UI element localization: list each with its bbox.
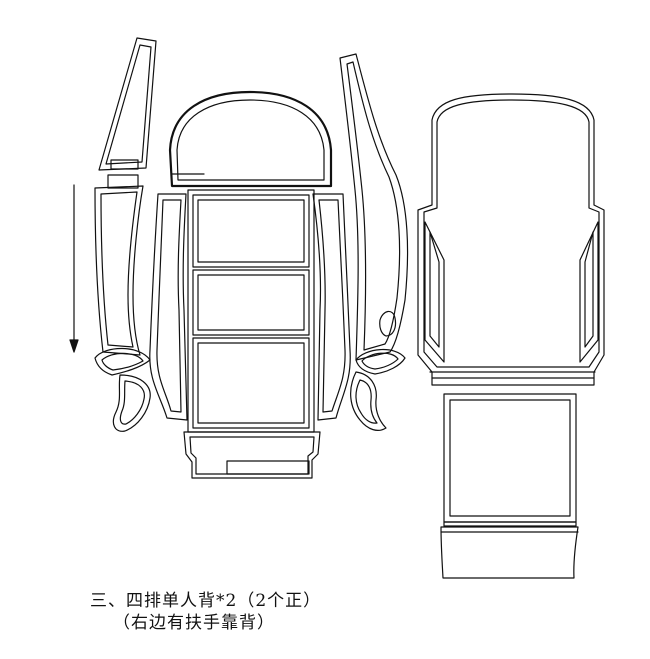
headrest <box>168 90 333 188</box>
caption-title: 三、四排单人背*2（2个正） <box>90 591 322 611</box>
seat-mat-pattern-diagram <box>69 37 605 579</box>
right-backrest-strip <box>339 53 409 361</box>
right-curved-piece-upper <box>355 349 406 375</box>
assembled-backrest <box>417 93 605 386</box>
lower-flap <box>183 431 321 479</box>
left-side-bolster <box>149 193 188 421</box>
right-curved-piece-lower <box>350 371 387 431</box>
center-backrest-panel <box>187 189 315 433</box>
seat-cushion <box>443 393 577 527</box>
left-curved-piece-lower <box>112 374 151 432</box>
seat-front-flap <box>440 526 579 579</box>
left-backrest-strip-upper <box>98 37 157 171</box>
right-side-bolster <box>312 193 351 421</box>
left-curved-piece-upper <box>94 347 151 376</box>
left-backrest-strip-lower <box>94 174 144 356</box>
direction-arrow-icon <box>69 184 79 353</box>
caption-note: （右边有扶手靠背） <box>113 613 275 633</box>
